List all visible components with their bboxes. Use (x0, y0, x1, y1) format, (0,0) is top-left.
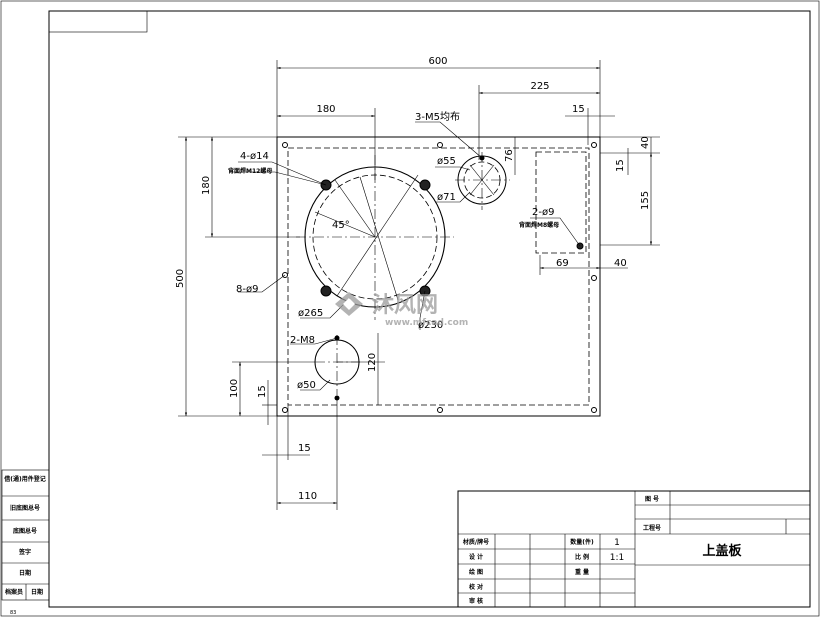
tb-material-label: 材质/牌号 (462, 538, 489, 546)
dim-overall-width: 600 (428, 56, 447, 67)
tb-check-label: 校 对 (469, 583, 483, 591)
watermark-url: www.mfcad.com (385, 318, 468, 328)
mounting-holes (282, 142, 597, 413)
side-row-base: 底图总号 (13, 527, 37, 535)
top-left-label-box (48, 10, 148, 33)
callout-2-d9: 2-ø9 (532, 207, 554, 218)
callout-d230: ø230 (418, 320, 443, 331)
side-row-old-base: 旧底图总号 (10, 504, 40, 512)
side-table: 借(通)用件登记 旧底图总号 底图总号 签字 日期 档案员 日期 83 (1, 469, 50, 616)
side-row-sign: 签字 (18, 548, 31, 556)
callout-d265: ø265 (298, 308, 323, 319)
tb-scale-label: 比 例 (575, 553, 589, 561)
tb-drawing-no-label: 图 号 (645, 495, 659, 503)
side-footer-archivist: 档案员 (4, 588, 23, 596)
callout-2-m8: 2-M8 (290, 335, 315, 346)
dim-15-left: 15 (257, 385, 268, 398)
callout-d55: ø55 (437, 156, 456, 167)
dimension-texts: 600 225 180 15 40 15 76 155 69 40 180 50… (175, 56, 651, 502)
dim-overall-height: 500 (175, 269, 186, 288)
dim-15-right: 15 (615, 159, 626, 172)
title-block: 图 号 工程号 材质/牌号 设 计 绘 图 校 对 审 核 数量(件) 1 比 … (457, 490, 811, 608)
tb-scale-value: 1:1 (610, 553, 624, 563)
tb-weight-label: 重 量 (575, 568, 589, 576)
inner-frame (48, 10, 811, 608)
callout-45deg: 45° (332, 220, 350, 231)
watermark-logo (335, 292, 363, 316)
tb-part-name: 上盖板 (702, 543, 742, 559)
top-cover-plate (276, 136, 601, 417)
callout-weld-m12: 背面焊M12螺母 (228, 167, 272, 175)
tb-quantity-value: 1 (614, 538, 620, 548)
dim-69: 69 (556, 258, 569, 269)
dim-40: 40 (640, 136, 651, 149)
dim-40-bottom: 40 (614, 258, 627, 269)
side-row-borrow: 借(通)用件登记 (3, 475, 46, 483)
dim-180-left: 180 (201, 176, 212, 195)
callout-8-d9: 8-ø9 (236, 284, 258, 295)
dim-15-bottom: 15 (298, 443, 311, 454)
callout-d50: ø50 (297, 380, 316, 391)
callout-d71: ø71 (437, 192, 456, 203)
dim-225: 225 (530, 81, 549, 92)
dim-180-top: 180 (316, 104, 335, 115)
callout-weld-m8: 背面焊M8螺母 (519, 221, 559, 229)
dim-155: 155 (640, 191, 651, 210)
callout-4-d14: 4-ø14 (240, 151, 269, 162)
dim-15-top: 15 (572, 104, 585, 115)
side-footer-date: 日期 (31, 588, 43, 596)
dimension-lines (178, 60, 660, 510)
dim-100: 100 (229, 379, 240, 398)
tb-project-no-label: 工程号 (643, 524, 661, 532)
tb-quantity-label: 数量(件) (570, 538, 594, 546)
dim-120: 120 (367, 353, 378, 372)
watermark-brand: 沐风网 (372, 293, 438, 318)
tb-draw-label: 绘 图 (469, 568, 483, 576)
tb-design-label: 设 计 (469, 553, 483, 561)
dim-110: 110 (298, 491, 317, 502)
dim-76: 76 (504, 149, 515, 162)
side-row-date: 日期 (19, 569, 31, 577)
side-corner-number: 83 (10, 610, 16, 616)
watermark: 沐风网 www.mfcad.com (335, 292, 468, 328)
callout-m5-holes: 3-M5均布 (415, 111, 460, 123)
tb-review-label: 审 核 (469, 597, 483, 605)
